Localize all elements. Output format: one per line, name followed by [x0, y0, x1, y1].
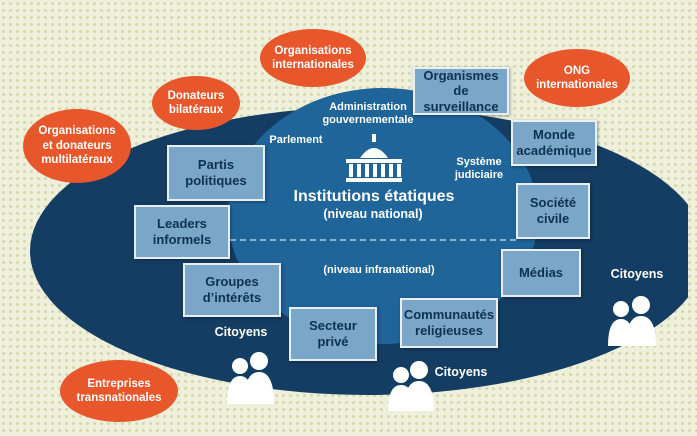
ong-bubble: ONG internationales	[524, 49, 630, 107]
administration-label: Administration gouvernementale	[322, 101, 414, 127]
citoyens-right-label: Citoyens	[610, 267, 664, 281]
citoyens-bottom-label: Citoyens	[434, 365, 488, 379]
parlement-label: Parlement	[269, 134, 323, 146]
monde-academique-box: Monde académique	[511, 120, 597, 166]
groupes-box: Groupes d’intérêts	[183, 263, 281, 317]
entreprises-bubble: Entreprises transnationales	[60, 360, 178, 422]
societe-civile-box: Société civile	[516, 183, 590, 239]
communautes-box: Communautés religieuses	[400, 298, 498, 348]
citoyens-left-label: Citoyens	[214, 325, 268, 339]
central-title: Institutions étatiques	[293, 188, 455, 205]
organisations-internationales-bubble: Organisations internationales	[260, 29, 366, 87]
subnational-level-label: (niveau infranational)	[323, 264, 435, 276]
organismes-box: Organismes de surveillance	[413, 67, 509, 115]
donateurs-bilateraux-bubble: Donateurs bilatéraux	[152, 76, 240, 130]
medias-box: Médias	[501, 249, 581, 297]
leaders-box: Leaders informels	[134, 205, 230, 259]
national-level-label: (niveau national)	[323, 207, 423, 221]
partis-box: Partis politiques	[167, 145, 265, 201]
capitol-icon	[346, 134, 402, 182]
people-icon	[227, 296, 656, 411]
secteur-prive-box: Secteur privé	[289, 307, 377, 361]
diagram-frame: Institutions étatiques (niveau national)…	[8, 6, 688, 430]
multilateraux-bubble: Organisations et donateurs multilatéraux	[23, 109, 131, 183]
justice-label: Système judiciaire	[454, 156, 504, 182]
inner-circle	[228, 88, 538, 344]
